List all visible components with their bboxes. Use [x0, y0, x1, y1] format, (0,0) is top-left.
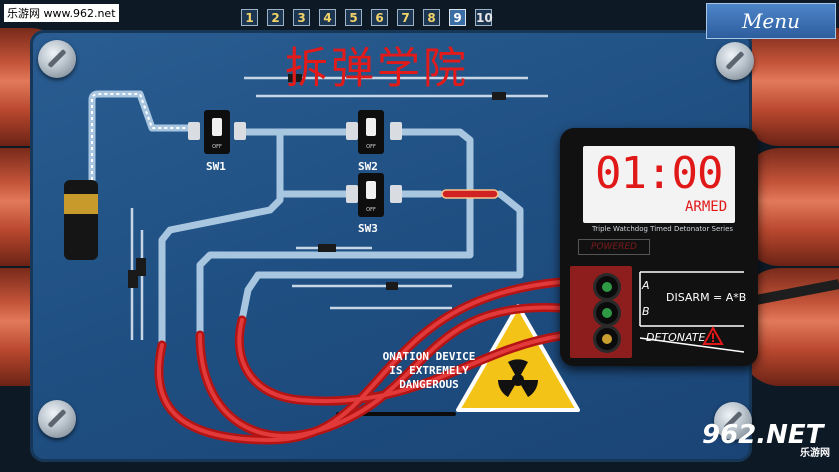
switch-mount	[390, 185, 402, 203]
detonator-bracket-lines	[639, 271, 745, 353]
disarm-formula: DISARM = A*B	[666, 291, 747, 304]
toggle-knob-icon	[366, 118, 376, 136]
site-logo-text: 962.NET	[702, 420, 824, 450]
detonate-label: DETONATE	[646, 331, 706, 344]
level-button-9[interactable]: 9	[449, 9, 466, 26]
terminal-detonate[interactable]	[596, 328, 618, 350]
level-button-8[interactable]: 8	[423, 9, 440, 26]
warning-line: DANGEROUS	[399, 378, 459, 391]
site-logo-subtext: 乐游网	[800, 448, 830, 459]
terminal-dot-icon	[602, 334, 612, 344]
switch-mount	[346, 122, 358, 140]
terminal-dot-icon	[602, 282, 612, 292]
menu-button[interactable]: Menu	[706, 3, 836, 39]
level-button-4[interactable]: 4	[319, 9, 336, 26]
switch-label: SW1	[206, 160, 226, 173]
terminal-label-b: B	[642, 305, 650, 318]
level-button-5[interactable]: 5	[345, 9, 362, 26]
switch-label: SW2	[358, 160, 378, 173]
dynamite-stick-right-top	[740, 28, 839, 146]
warning-line: ONATION DEVICE	[382, 350, 476, 363]
level-button-1[interactable]: 1	[241, 9, 258, 26]
screw-icon	[716, 42, 754, 80]
warning-triangle-icon	[702, 326, 724, 345]
warning-line: IS EXTREMELY	[389, 364, 469, 377]
timer-display	[583, 146, 735, 223]
level-button-6[interactable]: 6	[371, 9, 388, 26]
toggle-knob-icon	[366, 181, 376, 199]
armed-status: ARMED	[685, 199, 728, 215]
screw-icon	[714, 402, 752, 440]
switch-mount	[234, 122, 246, 140]
switch-state: OFF	[366, 144, 376, 150]
powered-indicator: POWERED	[578, 239, 650, 255]
switch-label: SW3	[358, 222, 378, 235]
level-button-3[interactable]: 3	[293, 9, 310, 26]
terminal-dot-icon	[602, 308, 612, 318]
toggle-knob-icon	[212, 118, 222, 136]
terminal-b[interactable]	[596, 302, 618, 324]
site-logo: 962.NET 乐游网	[702, 420, 836, 470]
switch-mount	[346, 185, 358, 203]
site-watermark: 乐游网 www.962.net	[4, 4, 119, 22]
countdown-timer: 01:00	[595, 148, 723, 199]
switch-mount	[390, 122, 402, 140]
level-button-7[interactable]: 7	[397, 9, 414, 26]
switch-sw2[interactable]: OFF	[358, 110, 384, 154]
terminal-label-a: A	[642, 279, 650, 292]
switch-mount	[188, 122, 200, 140]
screw-icon	[38, 40, 76, 78]
level-button-10[interactable]: 10	[475, 9, 493, 26]
level-button-2[interactable]: 2	[267, 9, 284, 26]
switch-state: OFF	[212, 144, 222, 150]
switch-sw3[interactable]: OFF	[358, 173, 384, 217]
switch-sw1[interactable]: OFF	[204, 110, 230, 154]
switch-state: OFF	[366, 207, 376, 213]
terminal-a[interactable]	[596, 276, 618, 298]
detonator-series: Triple Watchdog Timed Detonator Series	[592, 225, 734, 233]
warning-text: ONATION DEVICE IS EXTREMELY DANGEROUS	[366, 350, 492, 392]
screw-icon	[38, 400, 76, 438]
game-title: 拆弹学院	[285, 44, 469, 94]
